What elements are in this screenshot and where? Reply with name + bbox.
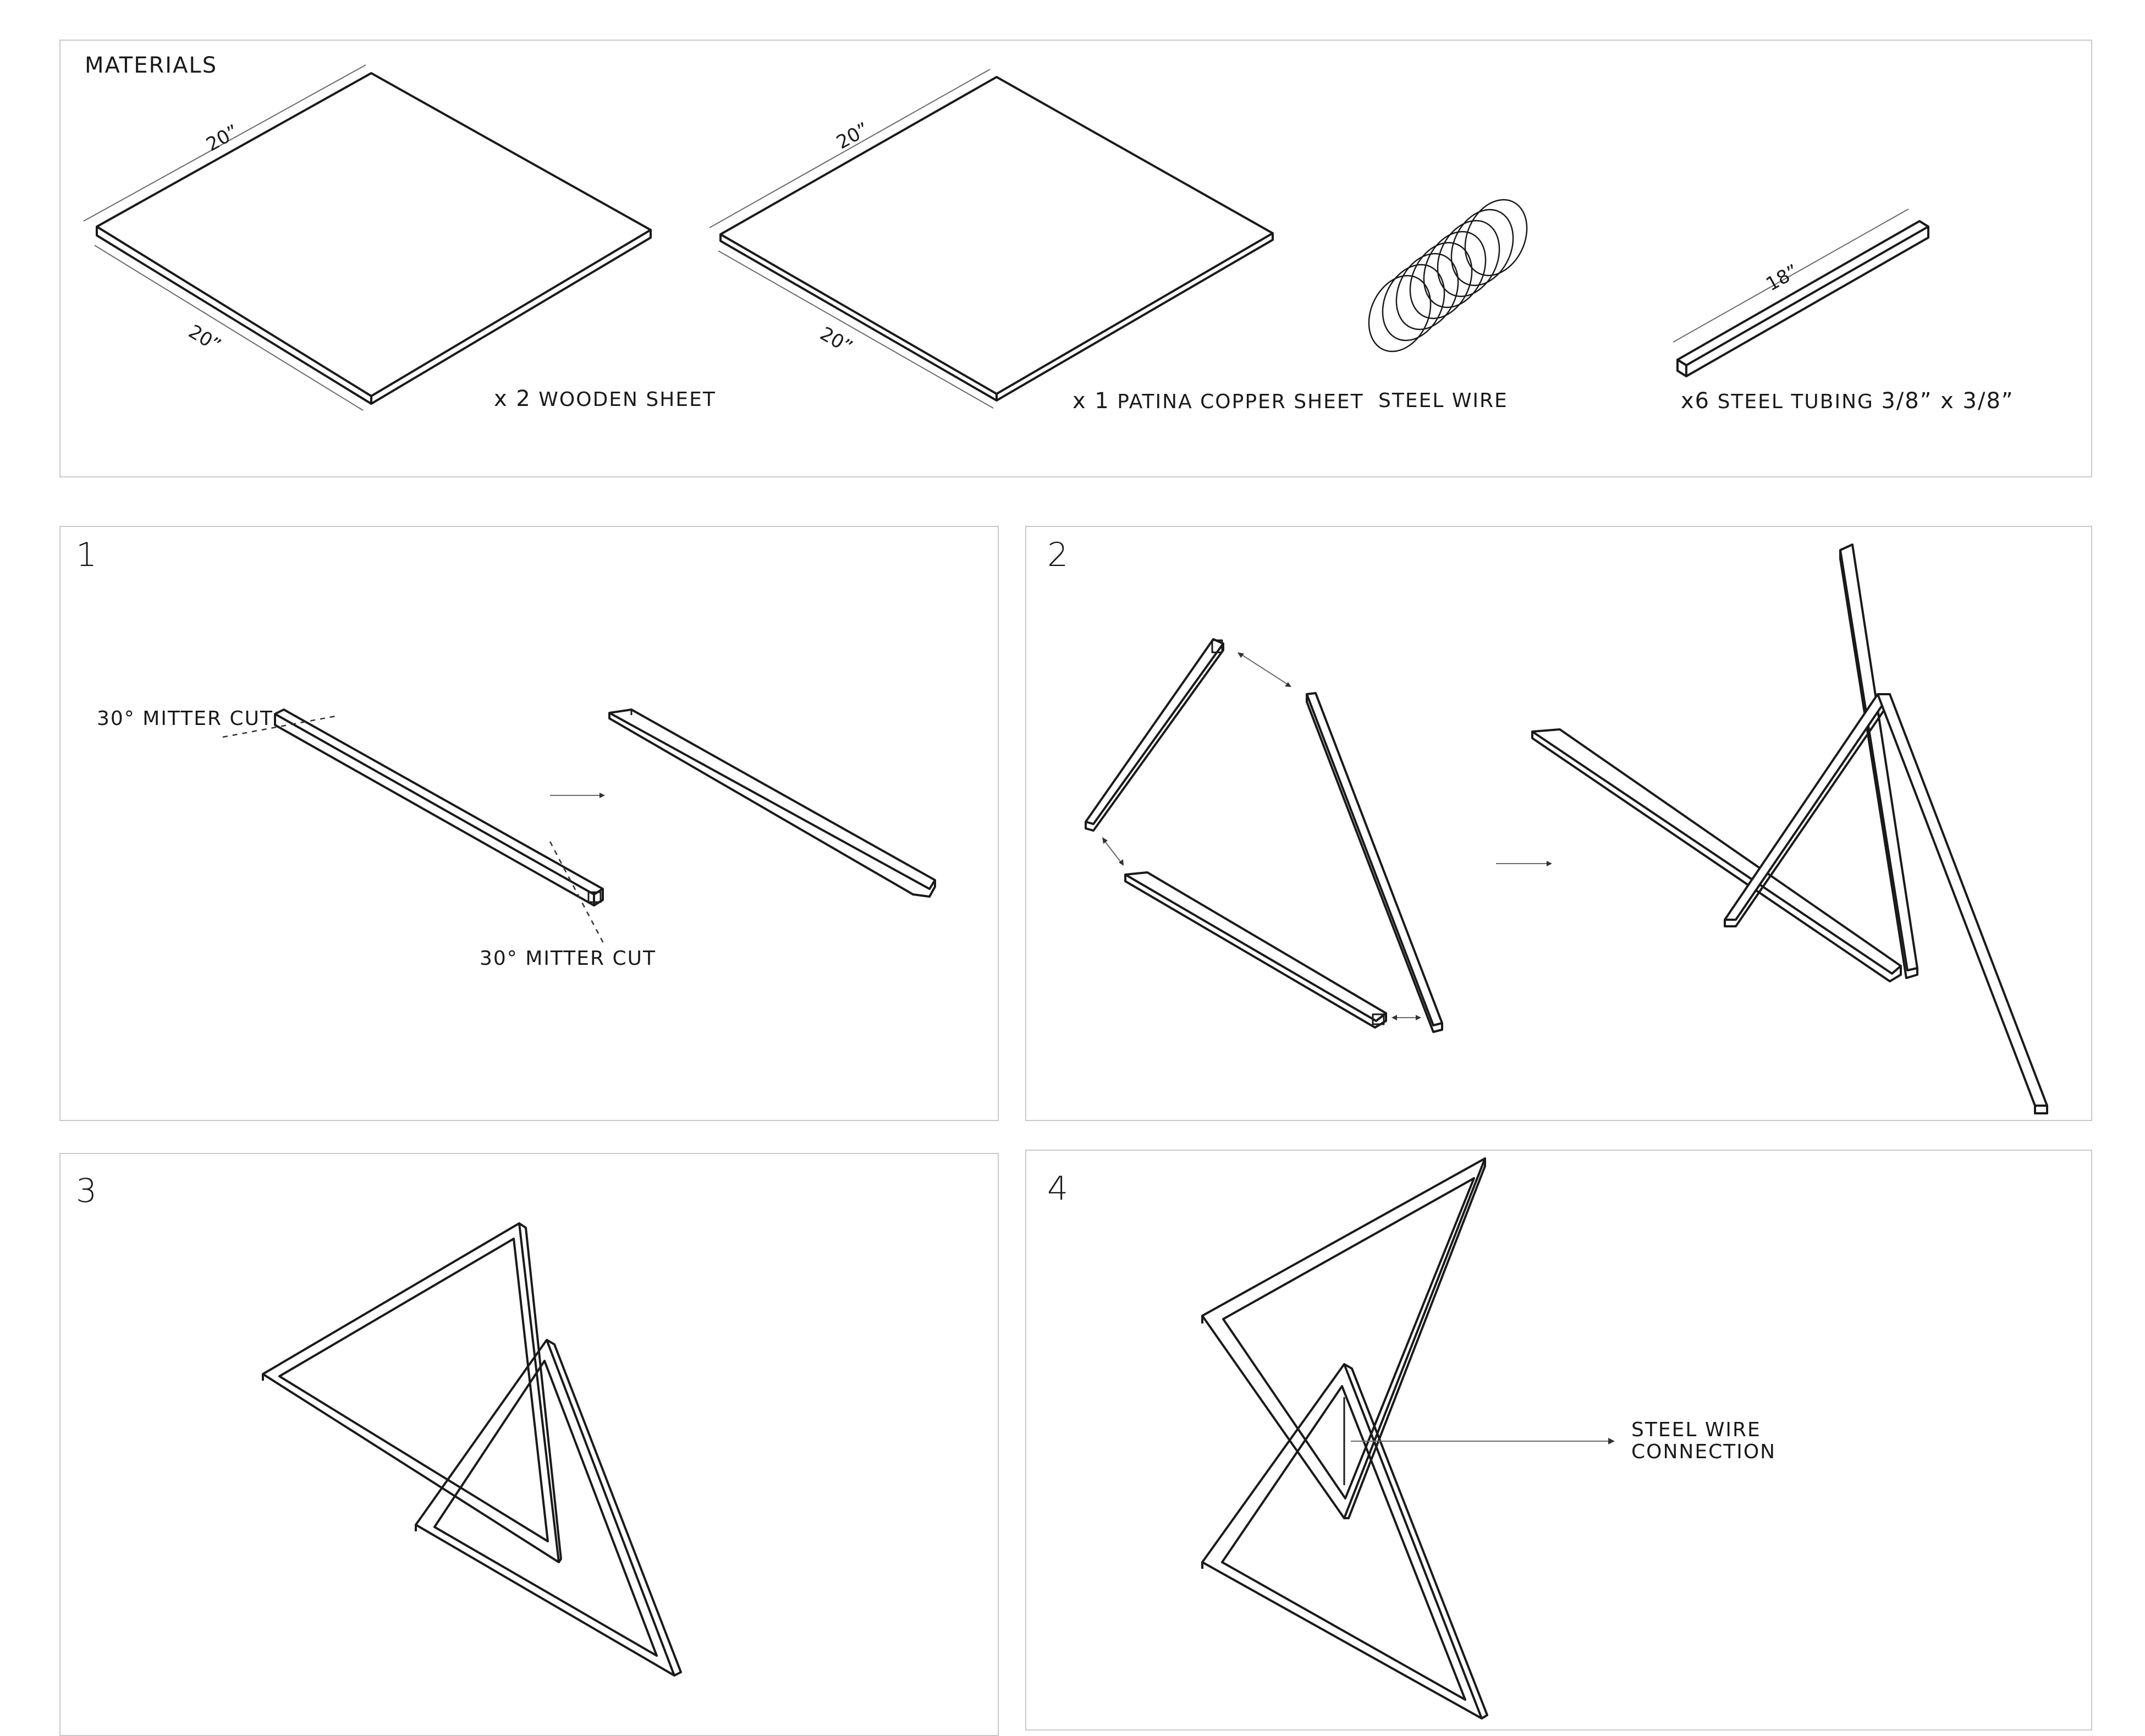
step-2-assembled	[1531, 543, 2048, 1114]
step-4-callout-label: STEEL WIRE CONNECTION	[1631, 1419, 1776, 1463]
step-1-arrow	[550, 793, 605, 798]
step-4-callout-arrow	[1351, 1438, 1615, 1444]
step-4-callout-line2: CONNECTION	[1631, 1441, 1777, 1463]
step-2-bar-bottom	[1124, 871, 1387, 1029]
tubing-qty: x6	[1681, 388, 1711, 414]
step-4-panel: 4	[1025, 1150, 2092, 1730]
step-1-cut-label-top: 30° MITTER CUT	[97, 707, 273, 730]
step-2-bar-right	[1306, 692, 1443, 1033]
copper-name: PATINA COPPER SHEET	[1117, 391, 1364, 413]
step-1-tube-before	[222, 708, 606, 947]
steel-wire-coil-illustration	[1368, 199, 1528, 353]
step-1-panel: 1	[59, 526, 999, 1121]
step-2-bar-left	[1085, 638, 1224, 832]
step-1-tube-after	[608, 708, 936, 898]
wood-name: WOODEN SHEET	[538, 388, 716, 411]
tubing-name: STEEL TUBING	[1717, 391, 1874, 413]
step-2-panel: 2	[1025, 526, 2092, 1121]
wire-label: STEEL WIRE	[1378, 389, 1508, 412]
step-3-number: 3	[76, 1172, 97, 1210]
copper-sheet-illustration	[709, 69, 1274, 409]
step-4-number: 4	[1047, 1169, 1069, 1208]
step-4-frames	[1201, 1157, 1488, 1719]
wood-qty: x 2	[494, 386, 531, 411]
step-4-callout-line1: STEEL WIRE	[1631, 1419, 1761, 1441]
tubing-label: x6 STEEL TUBING 3/8” x 3/8”	[1681, 388, 2014, 414]
step-1-number: 1	[76, 536, 97, 574]
wooden-sheet-illustration	[83, 64, 652, 411]
copper-qty: x 1	[1072, 388, 1110, 414]
step-1-cut-label-bottom: 30° MITTER CUT	[480, 947, 656, 970]
step-2-arrow	[1496, 861, 1552, 866]
tubing-size: 3/8” x 3/8”	[1881, 388, 2014, 414]
step-2-exploded-arrows	[1102, 652, 1421, 1020]
wood-label: x 2 WOODEN SHEET	[494, 386, 716, 411]
step-3-frames	[262, 1222, 682, 1677]
materials-title: MATERIALS	[85, 53, 218, 78]
copper-label: x 1 PATINA COPPER SHEET	[1072, 388, 1364, 414]
steel-tube-illustration	[1673, 208, 1929, 377]
step-2-number: 2	[1047, 536, 1069, 574]
